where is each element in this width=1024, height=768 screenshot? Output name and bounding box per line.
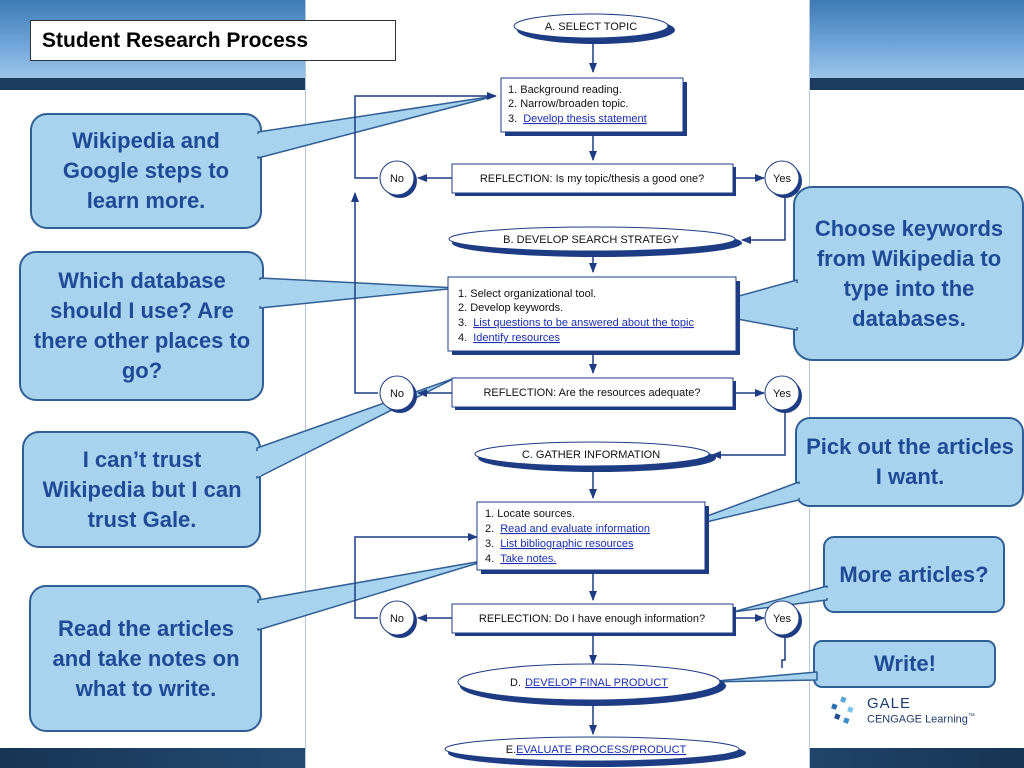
callout-which-database-text: Which database should I use? Are there o…: [33, 268, 251, 383]
reflection-box-1: REFLECTION: Is my topic/thesis a good on…: [451, 163, 736, 196]
callout-more-articles-text: More articles?: [839, 561, 989, 587]
topic-d-link[interactable]: DEVELOP FINAL PRODUCT: [525, 677, 668, 689]
topic-e-link[interactable]: EVALUATE PROCESS/PRODUCT: [516, 744, 686, 756]
gale-logo-mark-icon: [831, 696, 854, 724]
steps-box-1: 1. Background reading. 2. Narrow/broaden…: [500, 77, 687, 136]
yes-label-2: Yes: [773, 388, 791, 400]
callout-which-database: [19, 251, 459, 401]
yes-node-3: Yes: [764, 600, 802, 638]
callout-cant-trust-text: I can’t trust Wikipedia but I can trust …: [42, 446, 242, 532]
callout-write: [704, 640, 996, 688]
box2-item3: 3. List questions to be answered about th…: [458, 317, 694, 329]
box3-item2: 2. Read and evaluate information: [485, 523, 650, 535]
box2-item2: 2. Develop keywords.: [458, 302, 563, 314]
topic-e-label: E.EVALUATE PROCESS/PRODUCT: [506, 744, 687, 756]
topic-c-node: C. GATHER INFORMATION: [474, 441, 716, 472]
callout-wikipedia-google: [30, 95, 496, 229]
callout-write-text: Write!: [874, 651, 936, 676]
gale-sub-text: CENGAGE Learning: [867, 713, 968, 726]
box1-item3: 3. Develop thesis statement: [508, 113, 647, 125]
box2-item4-link[interactable]: Identify resources: [473, 332, 560, 344]
yes-label-1: Yes: [773, 173, 791, 185]
box3-item3-num: 3.: [485, 538, 494, 550]
slide-title: Student Research Process: [30, 20, 396, 61]
no-node-1: No: [379, 160, 417, 198]
box1-item3-num: 3.: [508, 113, 517, 125]
reflection-box-2: REFLECTION: Are the resources adequate?: [451, 377, 736, 410]
reflection-2-text: REFLECTION: Are the resources adequate?: [483, 387, 700, 399]
callout-pick-articles-text: Pick out the articles I want.: [806, 434, 1014, 489]
no-label-1: No: [390, 173, 404, 185]
topic-a-node: A. SELECT TOPIC: [513, 13, 675, 44]
box3-item4: 4. Take notes.: [485, 553, 556, 565]
box2-item1: 1. Select organizational tool.: [458, 288, 596, 300]
no-node-3: No: [379, 600, 417, 638]
box3-item3-link[interactable]: List bibliographic resources: [500, 538, 634, 550]
box2-item3-link[interactable]: List questions to be answered about the …: [473, 317, 694, 329]
topic-b-label: B. DEVELOP SEARCH STRATEGY: [503, 234, 679, 246]
gale-tm: ™: [967, 713, 975, 721]
gale-brand: GALE: [867, 695, 912, 713]
topic-c-label: C. GATHER INFORMATION: [522, 449, 660, 461]
callout-choose-keywords: [687, 186, 1024, 361]
no-label-3: No: [390, 613, 404, 625]
steps-box-2: 1. Select organizational tool. 2. Develo…: [447, 276, 740, 355]
reflection-3-text: REFLECTION: Do I have enough information…: [479, 613, 705, 625]
box3-item4-link[interactable]: Take notes.: [500, 553, 556, 565]
yes-label-3: Yes: [773, 613, 791, 625]
gale-subbrand: CENGAGE Learning™: [867, 711, 975, 726]
box3-item2-num: 2.: [485, 523, 494, 535]
box2-item4: 4. Identify resources: [458, 332, 561, 344]
yes-node-1: Yes: [764, 160, 802, 198]
topic-b-node: B. DEVELOP SEARCH STRATEGY: [448, 226, 742, 257]
callout-read-articles-text: Read the articles and take notes on what…: [52, 615, 240, 701]
reflection-1-text: REFLECTION: Is my topic/thesis a good on…: [480, 173, 704, 185]
box2-item4-num: 4.: [458, 332, 467, 344]
flow-connectors: [351, 38, 786, 735]
reflection-box-3: REFLECTION: Do I have enough information…: [451, 603, 736, 636]
box3-item4-num: 4.: [485, 553, 494, 565]
steps-box-3: 1. Locate sources. 2. Read and evaluate i…: [476, 501, 709, 574]
topic-e-node: E.EVALUATE PROCESS/PRODUCT: [444, 736, 746, 767]
callout-wikipedia-google-text: Wikipedia and Google steps to learn more…: [62, 128, 230, 213]
callout-read-articles: [29, 559, 489, 732]
box1-item3-link[interactable]: Develop thesis statement: [523, 113, 647, 125]
box2-item3-num: 3.: [458, 317, 467, 329]
topic-a-label: A. SELECT TOPIC: [545, 21, 637, 33]
box3-item3: 3. List bibliographic resources: [485, 538, 634, 550]
topic-d-prefix: D.: [510, 677, 521, 689]
no-label-2: No: [390, 388, 404, 400]
slide-title-text: Student Research Process: [42, 28, 309, 52]
topic-d-node: D. DEVELOP FINAL PRODUCT: [457, 663, 726, 706]
yes-node-2: Yes: [764, 375, 802, 413]
topic-e-prefix: E.: [506, 744, 516, 756]
box1-item1: 1. Background reading.: [508, 84, 622, 96]
topic-d-label: D. DEVELOP FINAL PRODUCT: [510, 677, 668, 689]
no-node-2: No: [379, 375, 417, 413]
box3-item1: 1. Locate sources.: [485, 508, 575, 520]
box1-item2: 2. Narrow/broaden topic.: [508, 98, 628, 110]
box3-item2-link[interactable]: Read and evaluate information: [500, 523, 650, 535]
gale-cengage-logo: GALE CENGAGE Learning™: [823, 690, 983, 732]
callout-more-articles: [732, 536, 1005, 613]
callout-choose-keywords-text: Choose keywords from Wikipedia to type i…: [814, 215, 1004, 331]
